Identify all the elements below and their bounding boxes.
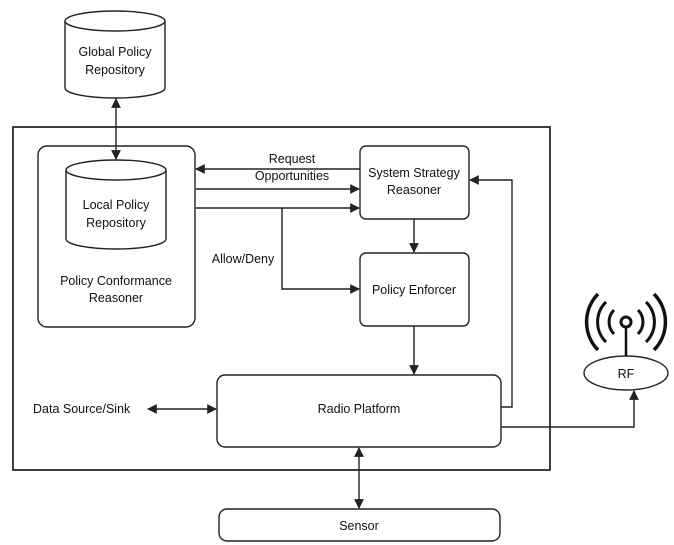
local-repo-line1: Local Policy [83, 198, 150, 212]
allow-deny-label: Allow/Deny [212, 252, 275, 266]
edge-allow-deny [281, 208, 360, 294]
strategy-line2: Reasoner [387, 183, 441, 197]
strategy-line1: System Strategy [368, 166, 460, 180]
local-policy-repository: Local Policy Repository [65, 159, 167, 250]
rf-label: RF [618, 367, 635, 381]
radio-label: Radio Platform [318, 402, 401, 416]
conformance-line1: Policy Conformance [60, 274, 172, 288]
global-policy-repository: Global Policy Repository [64, 10, 166, 99]
rf-node: RF [583, 355, 669, 391]
local-repo-line2: Repository [86, 216, 146, 230]
request-label-line1: Request [269, 152, 316, 166]
request-label-line2: Opportunities [255, 169, 329, 183]
sensor-label: Sensor [339, 519, 379, 533]
system-strategy-reasoner: System Strategy Reasoner [359, 145, 470, 220]
radio-platform: Radio Platform [216, 374, 502, 448]
policy-enforcer: Policy Enforcer [359, 252, 470, 327]
enforcer-label: Policy Enforcer [372, 283, 456, 297]
sensor: Sensor [218, 508, 501, 542]
edge-radio-rf [501, 390, 639, 428]
edge-radio-strategy [469, 175, 513, 408]
wireless-antenna-icon [584, 292, 668, 356]
global-repo-line2: Repository [85, 63, 145, 77]
data-source-label: Data Source/Sink [33, 402, 131, 416]
conformance-line2: Reasoner [89, 291, 143, 305]
global-repo-line1: Global Policy [79, 45, 153, 59]
